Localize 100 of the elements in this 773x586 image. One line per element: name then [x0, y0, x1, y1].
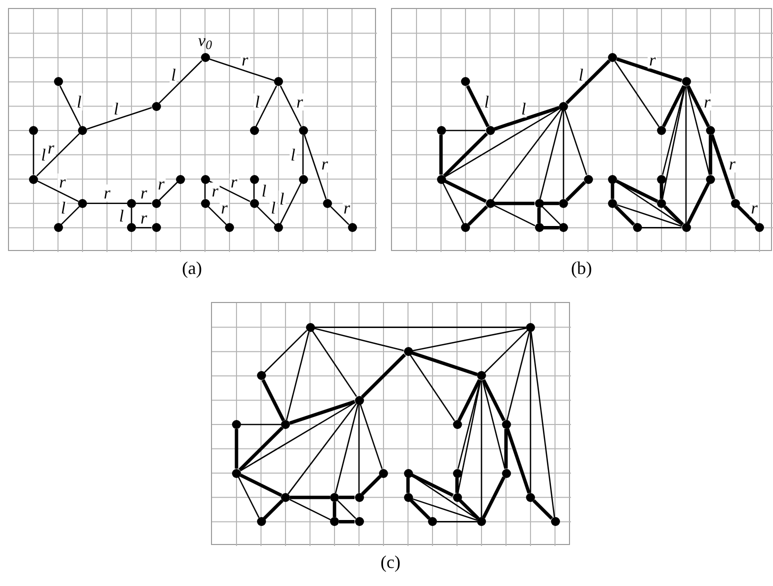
- graph-vertex: [379, 468, 388, 478]
- graph-vertex: [225, 223, 234, 232]
- graph-edge: [241, 424, 281, 426]
- graph-edge: [255, 86, 278, 127]
- thick-edge: [614, 205, 635, 226]
- edge-label: l: [254, 93, 261, 110]
- graph-vertex: [127, 198, 136, 208]
- graph-vertex: [250, 126, 258, 135]
- thick-edge: [238, 426, 284, 472]
- graph-edge: [136, 227, 152, 228]
- graph-edge: [411, 475, 478, 520]
- graph-vertex: [477, 517, 486, 526]
- graph-vertex: [54, 223, 62, 232]
- thick-edge: [660, 184, 664, 199]
- edge-label: l: [290, 146, 296, 164]
- graph-edge: [337, 500, 356, 519]
- graph-vertex: [452, 468, 462, 478]
- edge-label: r: [102, 184, 112, 202]
- thick-edge: [332, 502, 336, 518]
- thick-edge: [455, 478, 459, 493]
- edge-label: r: [728, 155, 737, 172]
- graph-edge: [480, 380, 482, 518]
- graph-vertex: [306, 322, 314, 332]
- graph-vertex: [232, 420, 241, 429]
- thick-edge: [289, 400, 356, 425]
- graph-vertex: [534, 198, 544, 208]
- graph-edge: [238, 476, 260, 518]
- graph-edge: [289, 498, 331, 520]
- graph-edge: [288, 403, 357, 494]
- edge-label: r: [750, 200, 759, 217]
- graph-vertex: [461, 223, 470, 232]
- graph-edge: [564, 110, 588, 176]
- edge-label: r: [320, 155, 330, 172]
- panel-caption: (a): [182, 257, 202, 280]
- graph-edge: [136, 202, 152, 204]
- graph-vertex: [54, 77, 62, 86]
- thick-edge: [710, 134, 736, 200]
- graph-edge: [86, 107, 152, 130]
- graph-vertex: [404, 468, 412, 478]
- thick-edge: [444, 180, 487, 203]
- graph-vertex: [608, 53, 617, 62]
- graph-vertex: [404, 492, 412, 502]
- graph-vertex: [404, 347, 412, 356]
- graph-vertex: [323, 198, 332, 208]
- graph-vertex: [281, 420, 290, 429]
- graph-vertex: [452, 492, 462, 502]
- edge-label: l: [483, 93, 490, 110]
- graph-edge: [446, 130, 486, 132]
- thick-edge: [494, 106, 560, 131]
- graph-vertex: [78, 126, 87, 135]
- graph-edge: [410, 354, 456, 422]
- thick-edge: [537, 208, 541, 224]
- graph-edge: [240, 402, 356, 472]
- graph-vertex: [657, 126, 666, 135]
- graph-vertex: [200, 198, 210, 208]
- graph-edge: [330, 206, 350, 225]
- graph-edge: [437, 521, 477, 522]
- graph-vertex: [502, 468, 510, 478]
- graph-edge: [539, 110, 564, 200]
- thick-edge: [482, 476, 506, 518]
- graph-edge: [302, 135, 304, 175]
- thick-edge: [566, 60, 610, 104]
- graph-edge: [60, 206, 80, 225]
- panel-caption: (c): [380, 551, 400, 574]
- graph-vertex: [298, 174, 308, 184]
- thick-edge: [410, 499, 430, 520]
- graph-edge: [312, 330, 358, 397]
- graph-vertex: [632, 223, 642, 232]
- graph-edge: [32, 135, 34, 175]
- thick-edge: [616, 57, 682, 82]
- graph-edge: [87, 202, 127, 204]
- thick-edge: [339, 520, 354, 524]
- thick-edge: [544, 226, 559, 230]
- graph-vertex: [250, 198, 258, 208]
- graph-edge: [492, 109, 562, 200]
- graph-vertex: [706, 174, 715, 184]
- graph-edge: [208, 206, 227, 225]
- graph-edge: [530, 332, 556, 518]
- graph-edge: [204, 184, 206, 199]
- graph-vertex: [657, 174, 666, 184]
- edge-label: l: [40, 146, 47, 164]
- thick-edge: [234, 429, 238, 469]
- thick-edge: [664, 205, 684, 226]
- thick-edge: [406, 478, 410, 493]
- graph-vertex: [657, 198, 666, 208]
- graph-edge: [37, 180, 79, 202]
- graph-edge: [208, 180, 250, 202]
- edge-label: r: [58, 174, 67, 191]
- graph-vertex: [354, 517, 364, 526]
- edge-label: l: [118, 207, 125, 224]
- graph-edge: [482, 380, 506, 469]
- thick-edge: [443, 132, 488, 178]
- thick-edge: [482, 379, 506, 422]
- edge-label: r: [230, 174, 238, 191]
- graph-vertex: [298, 126, 308, 135]
- graph-vertex: [354, 492, 364, 502]
- graph-edge: [304, 134, 327, 200]
- graph-vertex: [348, 223, 356, 232]
- graph-edge: [253, 184, 255, 199]
- graph-vertex: [755, 223, 764, 232]
